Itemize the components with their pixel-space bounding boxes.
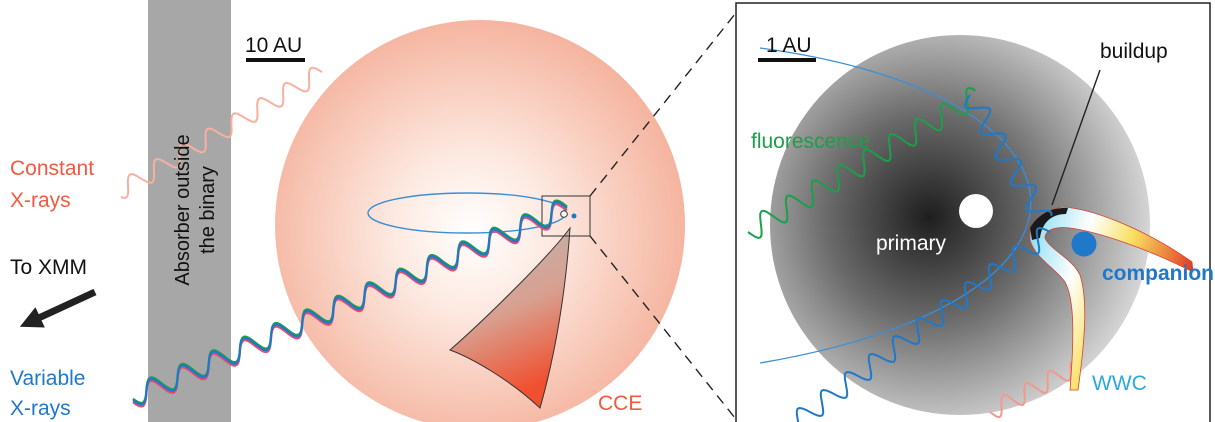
companion-star-small-icon [571, 213, 577, 219]
zoom-line-top [589, 13, 736, 197]
primary-wind-sphere [770, 35, 1150, 415]
constant-xrays-wave [120, 66, 323, 200]
primary-star-small-icon [560, 210, 568, 218]
zoom-box [541, 195, 591, 237]
absorber-label-line2: the binary [197, 166, 219, 254]
constant-xrays-label-line1: Constant [10, 157, 94, 180]
scale-label-10au: 10 AU [245, 34, 302, 57]
scale-label-1au: 1 AU [766, 34, 812, 57]
left-panel: 10 AU Absorber outside the binary Consta… [10, 0, 736, 422]
primary-star-icon [959, 194, 993, 228]
right-panel: 1 AU buildup fluorescence primary compan… [735, 2, 1214, 422]
cce-sphere [275, 20, 685, 422]
variable-xrays-label-line2: X-rays [10, 397, 71, 420]
zoom-line-bottom [589, 235, 736, 419]
absorber-label-line1: Absorber outside [172, 134, 194, 285]
shock-cone [449, 226, 571, 409]
variable-xrays-wave-blue [132, 200, 568, 406]
fluorescence-label: fluorescence [751, 130, 870, 153]
constant-xrays-label-line2: X-rays [10, 189, 71, 212]
buildup-leader-line [1051, 69, 1101, 206]
companion-star-icon [1071, 231, 1097, 257]
wwc-label: WWC [1092, 372, 1147, 395]
absorber-label: Absorber outside the binary [172, 134, 219, 285]
to-xmm-label: To XMM [10, 256, 87, 279]
companion-label: companion [1102, 262, 1214, 285]
variable-xrays-lower-wave [795, 226, 1051, 422]
variable-xrays-label-line1: Variable [10, 367, 86, 390]
buildup-region [1030, 207, 1068, 240]
primary-label: primary [876, 232, 947, 255]
fluorescence-wave [747, 86, 976, 239]
wwc-shock [1029, 206, 1194, 391]
arrow-to-xmm-icon [19, 288, 97, 328]
wwc-xrays-wave [989, 361, 1072, 419]
variable-xrays-upper-wave [963, 94, 1053, 216]
buildup-label: buildup [1100, 40, 1168, 63]
cce-label: CCE [598, 392, 642, 415]
